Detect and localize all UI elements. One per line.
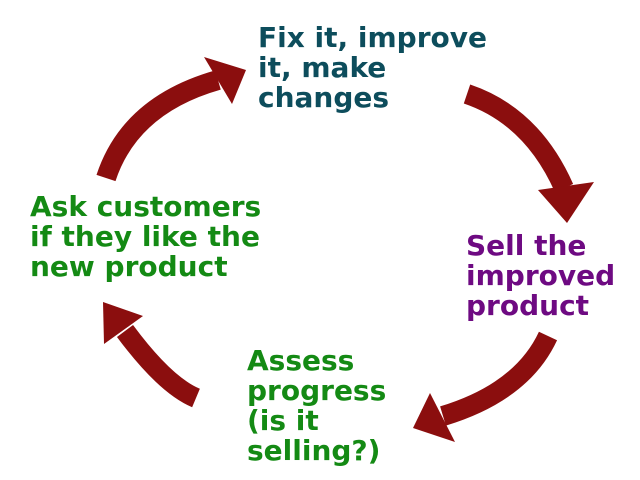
arrow-assess-to-ask-shaft bbox=[116, 325, 201, 408]
arrow-ask-to-fix-head bbox=[204, 57, 246, 104]
step-label-assess-progress: Assess progress (is it selling?) bbox=[247, 344, 387, 467]
arrow-fix-to-sell-head bbox=[538, 182, 594, 223]
step-label-sell-improved-product: Sell the improved product bbox=[466, 229, 616, 322]
step-label-fix-it: Fix it, improve it, make changes bbox=[258, 21, 488, 114]
arrow-assess-to-ask-icon bbox=[103, 302, 201, 408]
arrow-assess-to-ask-head bbox=[103, 302, 143, 344]
step-label-ask-customers: Ask customers if they like the new produ… bbox=[30, 190, 262, 283]
arrow-sell-to-assess-shaft bbox=[440, 331, 558, 426]
arrow-fix-to-sell-icon bbox=[463, 84, 594, 223]
arrow-sell-to-assess-head bbox=[413, 393, 455, 442]
arrow-ask-to-fix-icon bbox=[96, 57, 246, 182]
arrow-ask-to-fix-shaft bbox=[96, 70, 221, 182]
arrow-sell-to-assess-icon bbox=[413, 331, 558, 442]
arrow-fix-to-sell-shaft bbox=[463, 84, 574, 193]
